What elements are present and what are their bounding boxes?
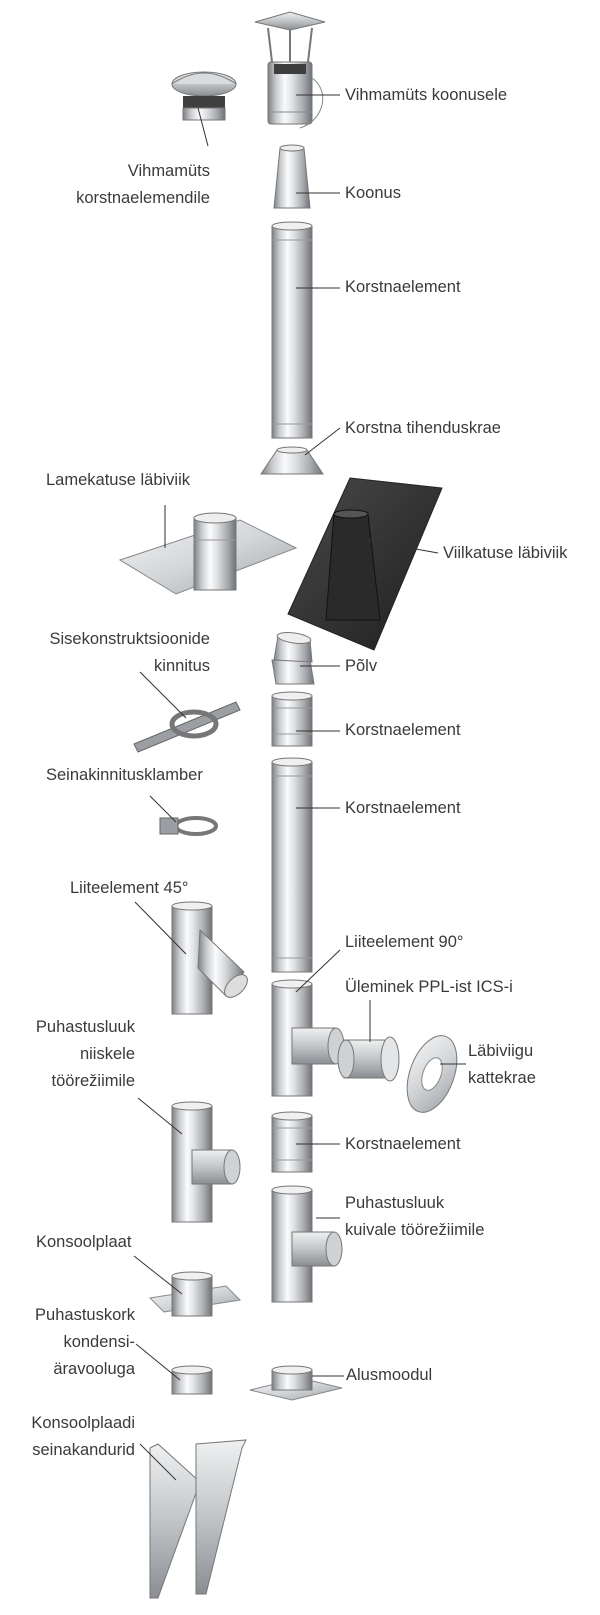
label-drain-cap-line3: äravooluga (53, 1360, 135, 1378)
label-internal-support-line2: kinnitus (154, 657, 210, 675)
label-chimney-element-1: Korstnaelement (345, 278, 461, 296)
trim-collar-illustration (406, 1035, 458, 1113)
base-module-illustration (249, 1365, 343, 1401)
label-chimney-element-4: Korstnaelement (345, 1135, 461, 1153)
label-inspection-wet-line3: töörežiimile (51, 1072, 135, 1090)
label-chimney-element-3: Korstnaelement (345, 799, 461, 817)
chimney-sealing-collar-illustration (260, 446, 324, 475)
label-elbow: Põlv (345, 657, 378, 675)
inspection-wet-illustration (171, 1101, 241, 1223)
ppl-ics-adapter-illustration (337, 1036, 400, 1082)
chimney-element-illustration (271, 221, 313, 439)
label-inspection-wet-line1: Puhastusluuk (35, 1018, 135, 1036)
internal-support-illustration (133, 701, 241, 753)
label-drain-cap-line1: Puhastuskork (35, 1306, 135, 1324)
label-drain-cap-line2: kondensi- (63, 1333, 135, 1351)
label-tee-45: Liiteelement 45° (70, 879, 189, 897)
label-rain-cap-chimney-line2: korstnaelemendile (76, 189, 210, 207)
label-trim-collar-line1: Läbiviigu (468, 1042, 534, 1060)
label-trim-collar-line2: kattekrae (468, 1069, 536, 1087)
drain-cap-illustration (171, 1365, 213, 1395)
wall-bracket-illustration (159, 816, 218, 836)
tee-45-illustration (171, 901, 248, 1015)
label-drain-cap: Puhastuskork kondensi- äravooluga (10, 1302, 135, 1383)
label-inspection-wet-line2: niiskele (79, 1045, 135, 1063)
label-inspection-dry-line1: Puhastusluuk (345, 1194, 445, 1212)
label-rain-cap-chimney-line1: Vihmamüts (127, 162, 210, 180)
label-console-brackets-line2: seinakandurid (32, 1441, 135, 1459)
chimney-element-short-illustration (271, 691, 313, 747)
label-rain-cap-cone: Vihmamüts koonusele (345, 86, 508, 104)
label-inspection-dry-line2: kuivale töörežiimile (345, 1221, 485, 1239)
inspection-dry-illustration (271, 1185, 343, 1303)
label-console-plate: Konsoolplaat (36, 1233, 132, 1251)
label-tee-90: Liiteelement 90° (345, 933, 464, 951)
label-chimney-element-2: Korstnaelement (345, 721, 461, 739)
label-pitched-roof-penetration: Viilkatuse läbiviik (443, 544, 568, 562)
label-console-brackets: Konsoolplaadi seinakandurid (10, 1410, 135, 1464)
label-flat-roof-penetration: Lamekatuse läbiviik (46, 471, 190, 489)
chimney-element-long-illustration (271, 757, 313, 973)
label-rain-cap-chimney: Vihmamüts korstnaelemendile (60, 158, 210, 212)
rain-cap-cone-illustration (254, 11, 326, 129)
console-plate-illustration (148, 1271, 242, 1317)
label-internal-support-line1: Sisekonstruktsioonide (49, 630, 210, 648)
label-internal-support: Sisekonstruktsioonide kinnitus (30, 626, 210, 680)
label-inspection-dry: Puhastusluuk kuivale töörežiimile (345, 1190, 484, 1244)
label-chimney-sealing-collar: Korstna tihenduskrae (345, 419, 501, 437)
label-ppl-ics-adapter: Üleminek PPL-ist ICS-i (345, 978, 513, 996)
elbow-illustration (271, 632, 315, 685)
label-console-brackets-line1: Konsoolplaadi (31, 1414, 135, 1432)
label-wall-bracket: Seinakinnitusklamber (46, 766, 203, 784)
console-brackets-illustration (149, 1439, 247, 1599)
rain-cap-chimney-illustration (171, 71, 237, 121)
label-base-module: Alusmoodul (346, 1366, 433, 1384)
label-trim-collar: Läbiviigu kattekrae (468, 1038, 536, 1092)
label-inspection-wet: Puhastusluuk niiskele töörežiimile (10, 1014, 135, 1095)
flat-roof-penetration-illustration (118, 512, 298, 595)
leader-lines (133, 94, 466, 1481)
label-cone: Koonus (345, 184, 401, 202)
